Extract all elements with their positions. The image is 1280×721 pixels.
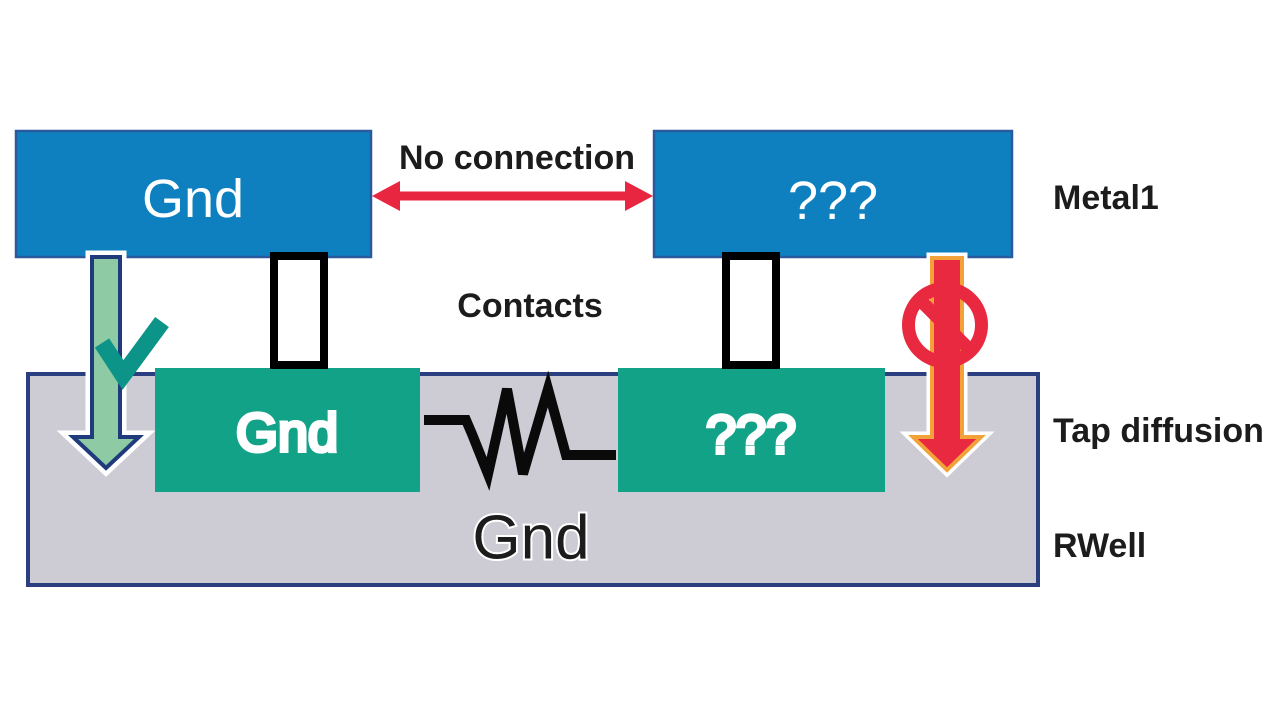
no-entry-slash bbox=[914, 294, 976, 356]
tap-diffusion-left bbox=[155, 368, 420, 492]
legend-rwell: RWell bbox=[1053, 527, 1146, 565]
metal1-left-label: Gnd bbox=[142, 169, 244, 229]
tap-right-label: ??? bbox=[706, 405, 796, 465]
legend-tap-diffusion: Tap diffusion bbox=[1053, 412, 1264, 450]
no-entry-icon bbox=[902, 282, 988, 368]
no-connection-caption: No connection bbox=[399, 139, 635, 177]
contacts-caption: Contacts bbox=[457, 287, 602, 325]
resistor-icon bbox=[424, 370, 616, 491]
contact-left bbox=[270, 252, 328, 369]
rwell-net-label: Gnd bbox=[472, 504, 589, 573]
metal1-right bbox=[652, 129, 1014, 259]
tap-diffusion-right bbox=[618, 368, 885, 492]
no-connection-arrow-icon bbox=[372, 181, 653, 211]
metal1-right-label: ??? bbox=[788, 171, 878, 231]
no-entry-ring bbox=[902, 282, 988, 368]
legend-metal1: Metal1 bbox=[1053, 179, 1159, 217]
checkmark-icon bbox=[94, 316, 169, 390]
tap-left-label: Gnd bbox=[236, 403, 338, 463]
metal1-left bbox=[14, 129, 373, 259]
contact-right bbox=[722, 252, 780, 369]
